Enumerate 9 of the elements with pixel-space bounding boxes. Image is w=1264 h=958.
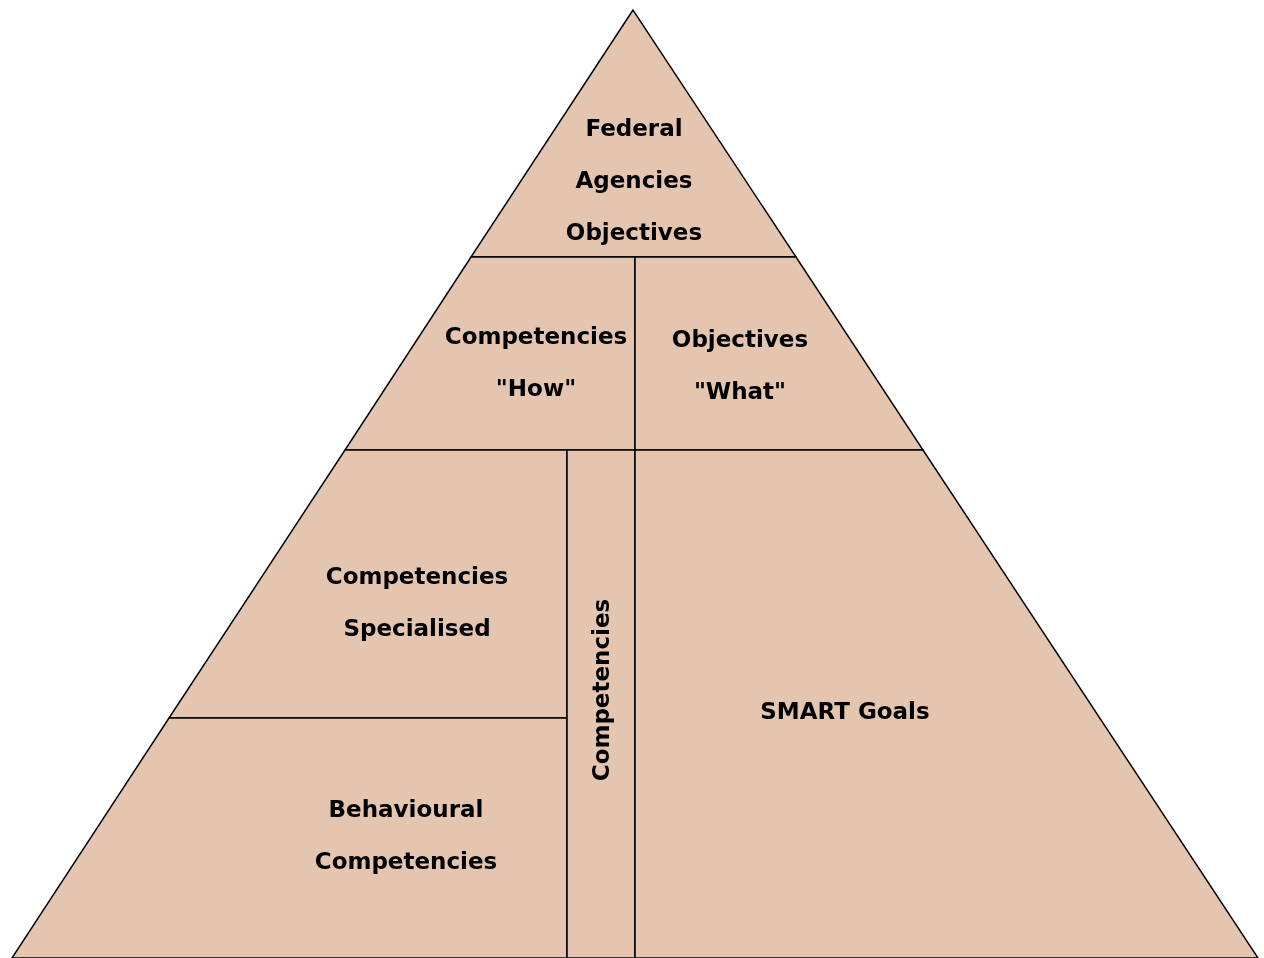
- section-label: Federal Agencies Objectives: [564, 114, 704, 247]
- section-label: Competencies "How": [443, 322, 629, 403]
- section-label: Competencies: [587, 598, 615, 782]
- pyramid-section: [345, 257, 635, 450]
- section-label: Competencies Specialised: [324, 562, 510, 643]
- pyramid-section: [471, 10, 796, 257]
- section-label: Objectives "What": [670, 325, 810, 406]
- section-label: SMART Goals: [759, 697, 931, 726]
- section-label: Behavioural Competencies: [313, 795, 499, 876]
